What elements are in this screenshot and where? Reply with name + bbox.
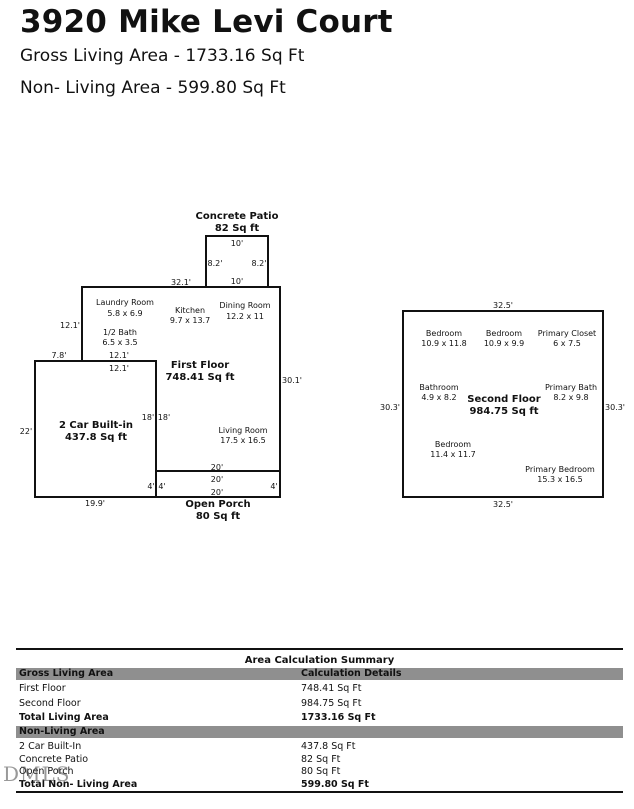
row-value: 82 Sq Ft [301,754,341,765]
area-summary-table: Area Calculation Summary Gross Living Ar… [16,648,623,793]
second-floor-label: Second Floor [467,394,541,405]
room-dims-dining: 12.2 x 11 [226,312,264,321]
row-label: Total Living Area [19,712,109,723]
non-living-area-subtitle: Non- Living Area - 599.80 Sq Ft [20,78,286,98]
dim-second-right: 30.3' [605,403,625,412]
patio-label: Concrete Patio [196,211,279,222]
room-name-bedroom-3: Bedroom [435,440,471,449]
table-row-total: Total Non- Living Area 599.80 Sq Ft [16,778,623,793]
row-value: 1733.16 Sq Ft [301,712,376,723]
table-row: First Floor 748.41 Sq Ft [16,682,623,697]
room-dims-bathroom: 4.9 x 8.2 [421,393,456,402]
dim-patio-top: 10' [231,239,243,248]
room-dims-bedroom-3: 11.4 x 11.7 [430,450,475,459]
dim-garage-left: 22' [20,427,32,436]
dmls-watermark: DMLS [3,762,71,786]
table-row: Concrete Patio 82 Sq Ft [16,754,623,765]
room-dims-laundry: 5.8 x 6.9 [107,309,142,318]
gross-living-header: Gross Living Area [19,668,114,679]
table-row: 2 Car Built-In 437.8 Sq Ft [16,740,623,755]
room-dims-kitchen: 9.7 x 13.7 [170,316,210,325]
row-label: Total Non- Living Area [19,779,138,790]
dim-second-top: 32.5' [493,301,513,310]
room-dims-bedroom-1: 10.9 x 11.8 [421,339,466,348]
room-name-half-bath: 1/2 Bath [103,328,137,337]
calculation-details-header: Calculation Details [301,668,402,679]
garage-outline [34,360,157,498]
room-name-primary-bedroom: Primary Bedroom [525,465,595,474]
room-dims-half-bath: 6.5 x 3.5 [102,338,137,347]
table-row: Open Porch 80 Sq Ft [16,765,623,778]
garage-area: 437.8 Sq ft [65,432,127,443]
dim-porch-top-b: 20' [211,475,223,484]
room-name-primary-closet: Primary Closet [538,329,596,338]
room-dims-primary-closet: 6 x 7.5 [553,339,581,348]
room-name-living: Living Room [218,426,267,435]
room-name-primary-bath: Primary Bath [545,383,597,392]
room-name-kitchen: Kitchen [175,306,205,315]
row-value: 599.80 Sq Ft [301,779,369,790]
room-name-laundry: Laundry Room [96,298,154,307]
table-row: Second Floor 984.75 Sq Ft [16,697,623,712]
dim-patio-right: 8.2' [252,259,267,268]
first-floor-area: 748.41 Sq ft [165,372,234,383]
porch-label: Open Porch [185,499,250,510]
row-label: Second Floor [19,697,81,709]
dim-garage-inner-b: 18' [158,413,170,422]
row-value: 437.8 Sq Ft [301,740,356,752]
first-floor-label: First Floor [171,360,229,371]
dim-garage-bottom: 19.9' [85,499,105,508]
row-value: 748.41 Sq Ft [301,683,362,694]
room-name-bedroom-1: Bedroom [426,329,462,338]
second-floor-outline [402,310,604,498]
summary-caption: Area Calculation Summary [244,655,395,666]
room-name-bedroom-2: Bedroom [486,329,522,338]
porch-area: 80 Sq ft [196,511,241,522]
summary-top-rule [16,648,623,650]
dim-porch-left-b: 4' [158,482,165,491]
gross-living-header-row: Gross Living Area Calculation Details [16,668,623,680]
row-label: 2 Car Built-In [19,740,82,752]
patio-area: 82 Sq ft [215,223,260,234]
dim-first-top: 32.1' [171,278,191,287]
room-name-bathroom: Bathroom [419,383,459,392]
garage-label: 2 Car Built-in [59,420,133,431]
non-living-header: Non-Living Area [19,725,105,737]
second-floor-area: 984.75 Sq ft [469,406,538,417]
room-name-dining: Dining Room [219,301,270,310]
row-value: 984.75 Sq Ft [301,697,362,709]
dim-first-left-upper: 12.1' [60,321,80,330]
room-dims-living: 17.5 x 16.5 [220,436,265,445]
dim-porch-top-a: 20' [211,463,223,472]
dim-garage-top-b: 12.1' [109,364,129,373]
dim-porch-right: 4' [270,482,277,491]
dim-second-bottom: 32.5' [493,500,513,509]
table-row-total: Total Living Area 1733.16 Sq Ft [16,711,623,726]
page-title: 3920 Mike Levi Court [20,4,393,40]
row-label: Open Porch [19,766,74,777]
row-label: Concrete Patio [19,754,89,765]
floor-plan-diagram: Concrete Patio 82 Sq ft 10' 8.2' 8.2' 10… [20,211,625,522]
dim-patio-left: 8.2' [208,259,223,268]
dim-garage-top-left: 7.8' [52,351,67,360]
room-dims-primary-bedroom: 15.3 x 16.5 [537,475,582,484]
dim-garage-inner-a: 18' [142,413,154,422]
dim-garage-top-a: 12.1' [109,351,129,360]
dim-second-left: 30.3' [380,403,400,412]
gross-living-area-subtitle: Gross Living Area - 1733.16 Sq Ft [20,46,305,66]
non-living-header-row: Non-Living Area [16,725,623,738]
room-dims-bedroom-2: 10.9 x 9.9 [484,339,524,348]
room-dims-primary-bath: 8.2 x 9.8 [553,393,588,402]
row-value: 80 Sq Ft [301,766,341,777]
open-porch-outline [155,470,281,498]
dim-first-right: 30.1' [282,376,302,385]
dim-porch-left-a: 4' [147,482,154,491]
row-label: First Floor [19,683,66,694]
dim-patio-bottom: 10' [231,277,243,286]
dim-porch-bottom: 20' [211,488,223,497]
